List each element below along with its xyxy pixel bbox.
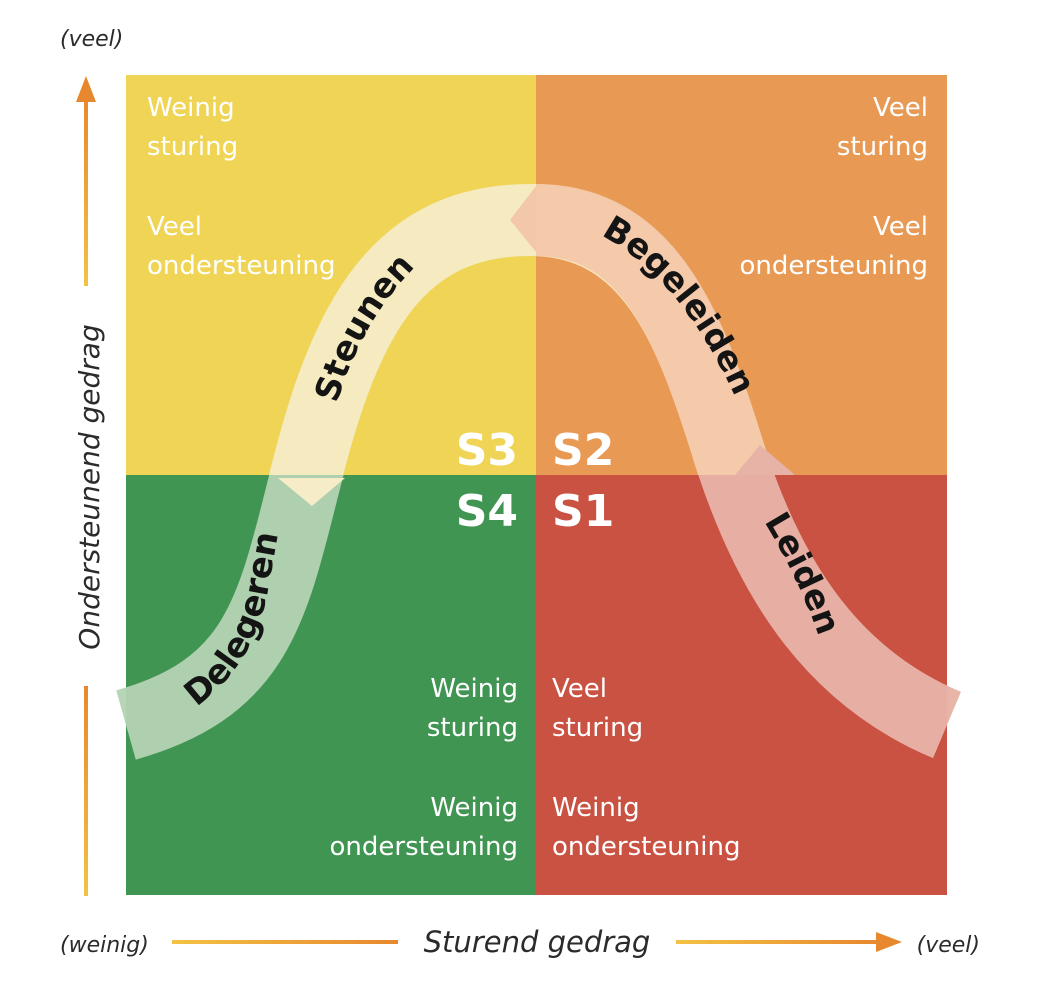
x-axis-label: Sturend gedrag	[424, 925, 651, 959]
code-s2: S2	[552, 425, 614, 476]
code-s3: S3	[456, 425, 518, 476]
x-axis-arrow-head	[876, 932, 902, 952]
s3-text-1: Weinig	[147, 93, 235, 123]
x-axis-right-label: (veel)	[917, 933, 980, 958]
s2-text-4: ondersteuning	[740, 251, 928, 281]
y-axis-arrow-head	[76, 76, 96, 102]
x-axis-left-line	[172, 940, 398, 944]
s2-text-2: sturing	[837, 132, 928, 162]
y-axis-top-label: (veel)	[60, 27, 123, 52]
arrow-notch-steunen	[278, 478, 345, 506]
s3-text-2: sturing	[147, 132, 238, 162]
s4-text-1: Weinig	[430, 674, 518, 704]
x-axis-left-label: (weinig)	[60, 933, 149, 958]
curve-band-bottom	[115, 475, 962, 760]
y-axis-arrow-shaft	[84, 98, 88, 286]
s1-text-2: sturing	[552, 713, 643, 743]
code-s1: S1	[552, 486, 614, 537]
s3-text-4: ondersteuning	[147, 251, 335, 281]
s3-text-3: Veel	[147, 212, 202, 242]
code-s4: S4	[456, 486, 518, 537]
arrow-notch-leiden	[735, 445, 795, 475]
s4-text-3: Weinig	[430, 793, 518, 823]
x-axis-right-shaft	[676, 940, 878, 944]
s4-text-2: sturing	[427, 713, 518, 743]
s1-text-3: Weinig	[552, 793, 640, 823]
s2-text-1: Veel	[873, 93, 928, 123]
y-axis-label: Ondersteunend gedrag	[73, 324, 106, 649]
s2-text-3: Veel	[873, 212, 928, 242]
y-axis-lower-line	[84, 686, 88, 896]
arrow-notch-begeleiden	[510, 186, 536, 252]
s4-text-4: ondersteuning	[330, 832, 518, 862]
s1-text-1: Veel	[552, 674, 607, 704]
s1-text-4: ondersteuning	[552, 832, 740, 862]
